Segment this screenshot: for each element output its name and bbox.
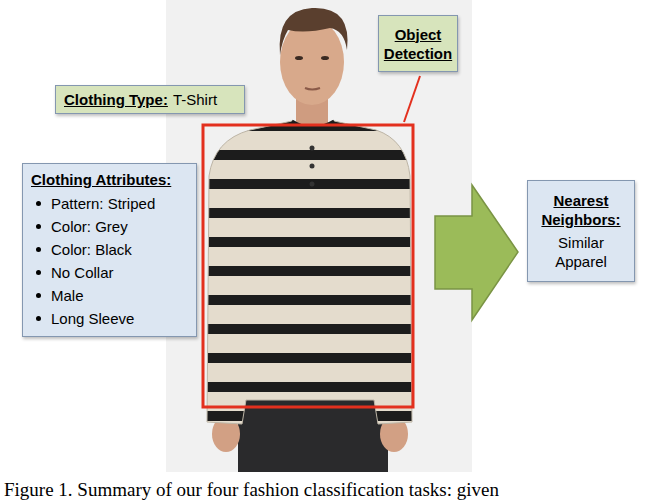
bullet-item: No Collar xyxy=(31,261,188,284)
face xyxy=(280,19,344,105)
bullet-item: Color: Grey xyxy=(31,215,188,238)
button xyxy=(310,164,315,169)
body-text: T-Shirt xyxy=(173,91,217,108)
leader-line xyxy=(404,76,420,122)
body-text: Similar Apparel xyxy=(532,233,630,271)
callout-box: Clothing Type: T-Shirt xyxy=(55,85,245,114)
button xyxy=(310,146,315,151)
button xyxy=(310,182,315,187)
block-arrow xyxy=(435,185,518,320)
photo-ground xyxy=(166,0,472,472)
pants xyxy=(238,392,388,472)
heading-text: Object Detection xyxy=(383,25,453,63)
heading-text: Nearest Neighbors: xyxy=(532,191,630,229)
callout-box: Object Detection xyxy=(378,15,458,72)
bullet-item: Pattern: Striped xyxy=(31,192,188,215)
figure-caption: Figure 1. Summary of our four fashion cl… xyxy=(4,480,499,500)
eye xyxy=(321,56,329,60)
hair xyxy=(280,8,348,55)
bullet-item: Long Sleeve xyxy=(31,307,188,330)
detection-box xyxy=(203,125,413,407)
bullet-item: Male xyxy=(31,284,188,307)
heading-text: Clothing Type: xyxy=(64,91,168,108)
bullet-item: Color: Black xyxy=(31,238,188,261)
attribute-box: Clothing Attributes:Pattern: StripedColo… xyxy=(22,163,197,337)
mouth xyxy=(305,88,320,90)
eye xyxy=(295,56,303,60)
striped-shirt xyxy=(207,121,412,424)
heading-text: Clothing Attributes: xyxy=(31,170,188,189)
result-box: Nearest Neighbors: Similar Apparel xyxy=(527,180,635,282)
